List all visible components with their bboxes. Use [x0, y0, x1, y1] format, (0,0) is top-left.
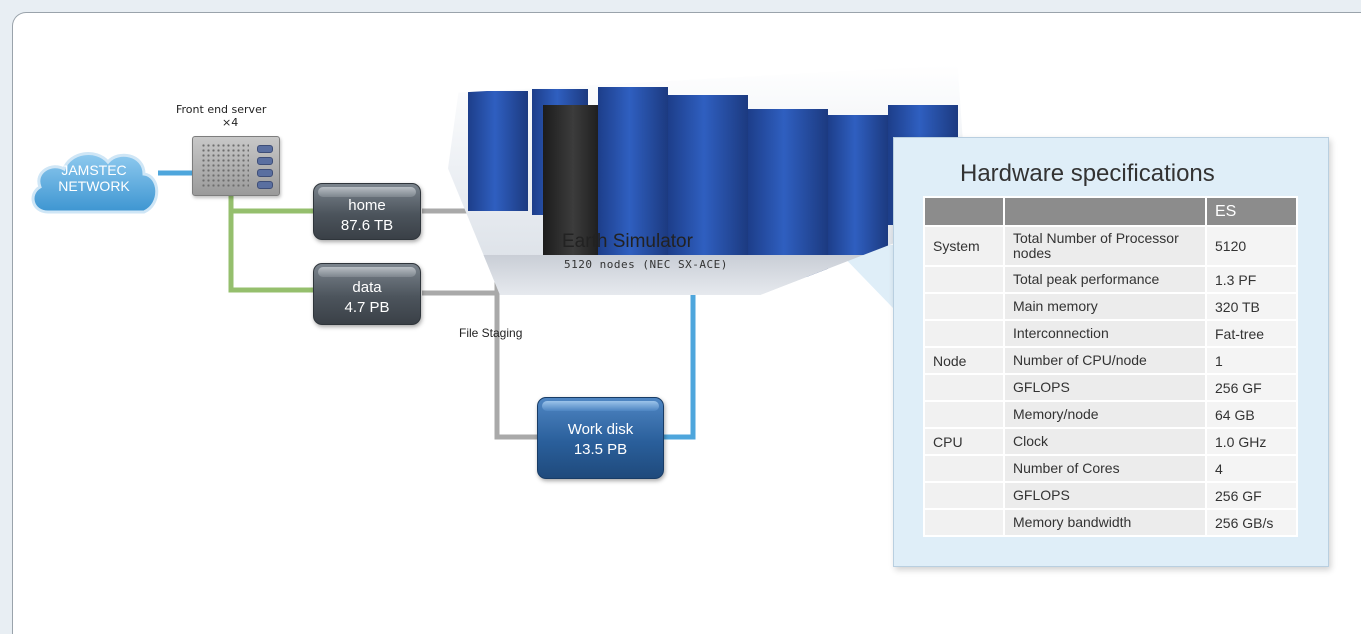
earth-simulator-title: Earth Simulator	[562, 231, 693, 252]
header-cell-es: ES	[1205, 196, 1298, 227]
cloud-line-1: JAMSTEC	[61, 162, 127, 178]
value-cell: 1.0 GHz	[1205, 427, 1298, 456]
table-row: Main memory 320 TB	[923, 292, 1298, 321]
table-row: Number of Cores 4	[923, 454, 1298, 483]
server-icon	[192, 136, 280, 196]
server-home-link	[228, 194, 316, 214]
file-staging-label: File Staging	[459, 326, 523, 340]
category-cell	[923, 508, 1005, 537]
category-cell	[923, 265, 1005, 294]
specs-table: ES System Total Number of Processor node…	[923, 196, 1298, 537]
table-row: Node Number of CPU/node 1	[923, 346, 1298, 375]
table-row: Memory/node 64 GB	[923, 400, 1298, 429]
value-cell: 1.3 PF	[1205, 265, 1298, 294]
category-cell	[923, 292, 1005, 321]
home-staging-link	[422, 208, 542, 440]
category-cell	[923, 373, 1005, 402]
item-cell: Main memory	[1003, 292, 1207, 321]
cloud-icon	[31, 152, 159, 214]
table-row: Interconnection Fat-tree	[923, 319, 1298, 348]
home-name: home	[348, 197, 386, 214]
item-cell: Total peak performance	[1003, 265, 1207, 294]
value-cell: 1	[1205, 346, 1298, 375]
table-row: GFLOPS 256 GF	[923, 481, 1298, 510]
table-row: Memory bandwidth 256 GB/s	[923, 508, 1298, 537]
value-cell: Fat-tree	[1205, 319, 1298, 348]
work-disk-size: 13.5 PB	[573, 441, 628, 458]
specs-title: Hardware specifications	[960, 160, 1215, 187]
value-cell: 64 GB	[1205, 400, 1298, 429]
value-cell: 4	[1205, 454, 1298, 483]
category-cell: CPU	[923, 427, 1005, 456]
front-end-count: ×4	[222, 116, 239, 129]
value-cell: 256 GF	[1205, 481, 1298, 510]
work-disk-name: Work disk	[567, 421, 634, 438]
item-cell: Memory bandwidth	[1003, 508, 1207, 537]
item-cell: GFLOPS	[1003, 373, 1207, 402]
value-cell: 256 GF	[1205, 373, 1298, 402]
data-name: data	[352, 279, 382, 296]
table-row: CPU Clock 1.0 GHz	[923, 427, 1298, 456]
item-cell: GFLOPS	[1003, 481, 1207, 510]
work-disk-storage: Work disk 13.5 PB	[537, 397, 664, 479]
value-cell: 320 TB	[1205, 292, 1298, 321]
front-end-label: Front end server	[176, 103, 267, 116]
data-storage: data 4.7 PB	[313, 263, 421, 325]
hardware-specs-panel: Hardware specifications ES System Total …	[893, 137, 1329, 567]
data-size: 4.7 PB	[344, 299, 390, 316]
category-cell	[923, 481, 1005, 510]
category-cell	[923, 454, 1005, 483]
table-row: Total peak performance 1.3 PF	[923, 265, 1298, 294]
table-row: GFLOPS 256 GF	[923, 373, 1298, 402]
home-size: 87.6 TB	[340, 217, 394, 234]
home-storage: home 87.6 TB	[313, 183, 421, 240]
cloud-line-2: NETWORK	[58, 178, 130, 194]
item-cell: Number of Cores	[1003, 454, 1207, 483]
item-cell: Number of CPU/node	[1003, 346, 1207, 375]
category-cell	[923, 319, 1005, 348]
work-es-link	[664, 272, 696, 440]
value-cell: 256 GB/s	[1205, 508, 1298, 537]
item-cell: Clock	[1003, 427, 1207, 456]
item-cell: Total Number of Processor nodes	[1003, 225, 1207, 267]
header-cell-item	[1003, 196, 1207, 227]
category-cell: System	[923, 225, 1005, 267]
category-cell: Node	[923, 346, 1005, 375]
cloud-label: JAMSTEC NETWORK	[26, 162, 162, 194]
item-cell: Interconnection	[1003, 319, 1207, 348]
table-row: System Total Number of Processor nodes 5…	[923, 225, 1298, 267]
earth-simulator-subtitle: 5120 nodes (NEC SX-ACE)	[564, 258, 728, 271]
specs-header-row: ES	[923, 196, 1298, 227]
value-cell: 5120	[1205, 225, 1298, 267]
server-data-link	[228, 211, 316, 293]
header-cell-category	[923, 196, 1005, 227]
item-cell: Memory/node	[1003, 400, 1207, 429]
category-cell	[923, 400, 1005, 429]
